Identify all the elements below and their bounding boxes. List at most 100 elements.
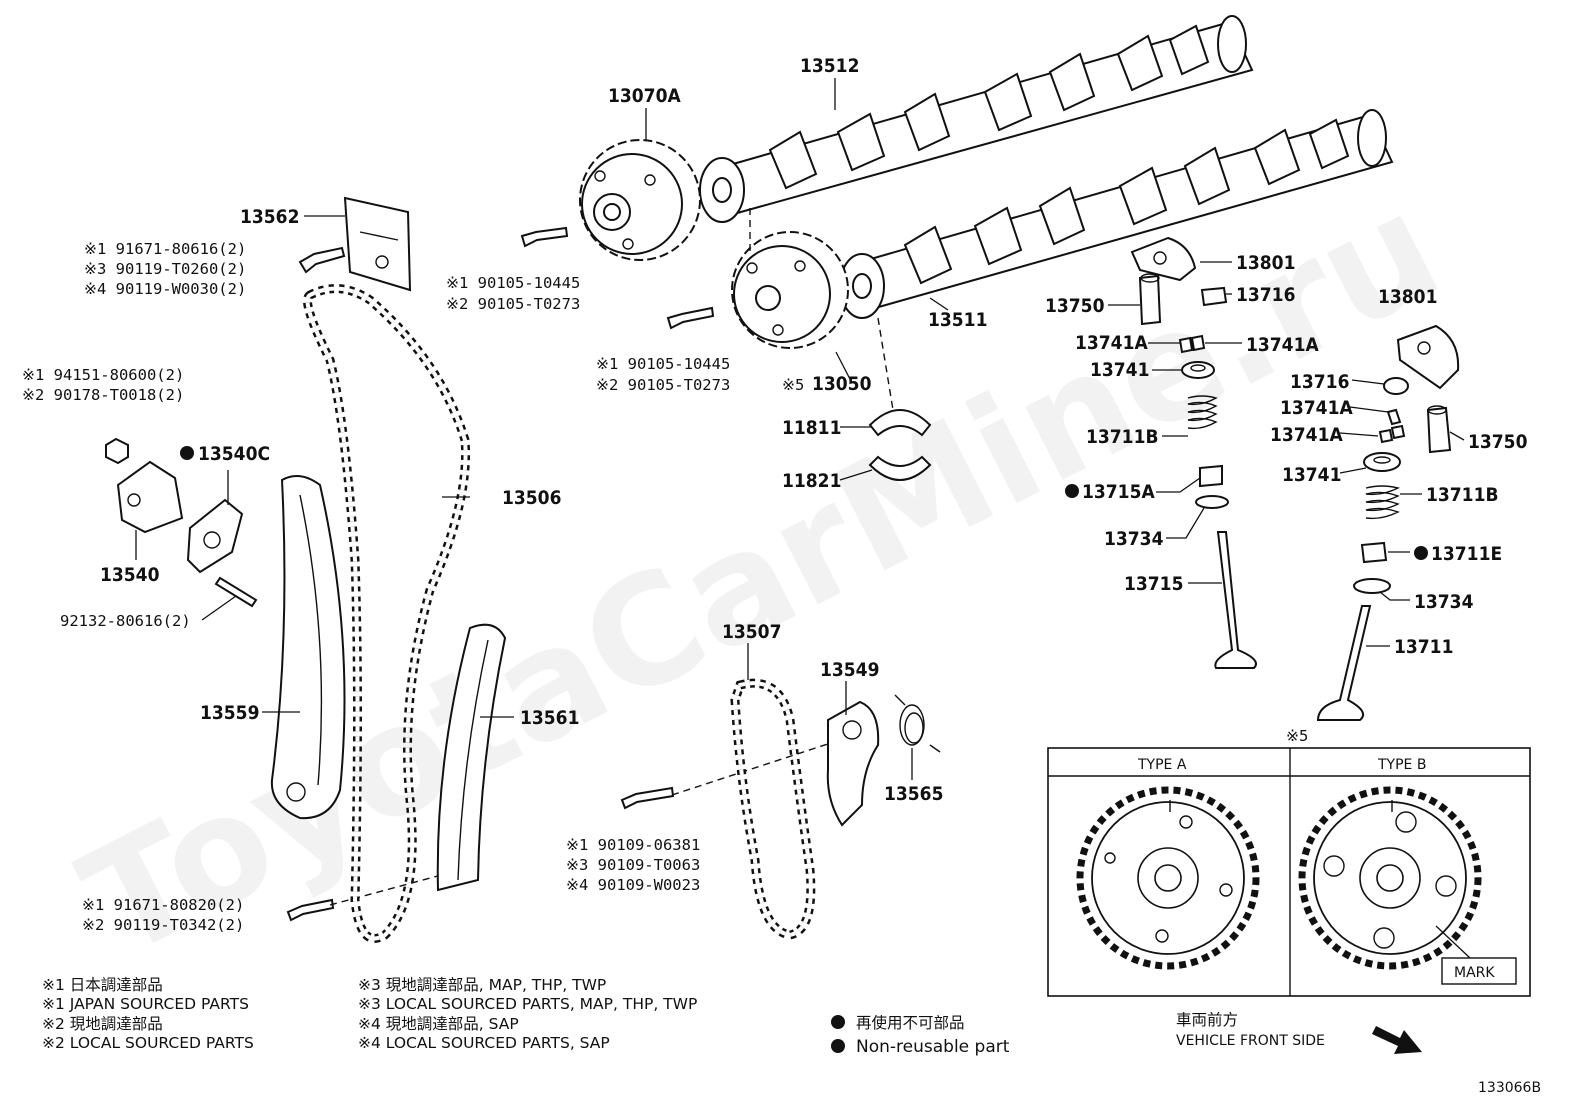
code-group-gear-bolt-1: ※1 90105-10445 ※2 90105-T0273 — [446, 274, 580, 313]
retainer-13741b[interactable] — [1363, 452, 1401, 472]
valve-13711[interactable] — [1316, 605, 1372, 721]
label-13711E[interactable]: 13711E — [1431, 543, 1502, 565]
label-13512[interactable]: 13512 — [800, 55, 859, 77]
code-line[interactable]: ※1 90105-10445 — [446, 274, 580, 292]
label-13750-a[interactable]: 13750 — [1045, 295, 1105, 317]
tensioner-lever-13549[interactable] — [826, 700, 880, 827]
chain-guide-13562[interactable] — [343, 196, 412, 292]
label-13741-b[interactable]: 13741 — [1282, 464, 1341, 486]
spring-13711B-b[interactable] — [1365, 485, 1401, 520]
code-line[interactable]: ※4 90119-W0030(2) — [84, 280, 246, 298]
label-13511[interactable]: 13511 — [928, 309, 987, 331]
label-13734-a[interactable]: 13734 — [1104, 528, 1164, 550]
label-13716-a[interactable]: 13716 — [1236, 284, 1295, 306]
label-13559[interactable]: 13559 — [200, 702, 259, 724]
lash-adjuster-13750a[interactable] — [1138, 273, 1162, 326]
label-13562[interactable]: 13562 — [240, 206, 299, 228]
code-line[interactable]: ※1 94151-80600(2) — [22, 366, 184, 384]
label-13540[interactable]: 13540 — [100, 564, 160, 586]
gear-type-b[interactable] — [1298, 786, 1482, 970]
label-13711B-b[interactable]: 13711B — [1426, 484, 1499, 506]
mark-13050: ※5 — [782, 376, 804, 394]
code-line[interactable]: ※2 90119-T0342(2) — [82, 916, 244, 934]
seal-13711E[interactable] — [1360, 541, 1388, 564]
legend-nonreusable-en: Non-reusable part — [856, 1037, 1010, 1057]
label-13549[interactable]: 13549 — [820, 659, 879, 681]
chain-13507[interactable] — [730, 678, 816, 940]
lash-adjuster-13750b[interactable] — [1426, 405, 1452, 454]
washer-13734a[interactable] — [1195, 495, 1229, 509]
spring-13711B-a[interactable] — [1187, 395, 1218, 430]
nut-94151[interactable] — [105, 437, 129, 465]
tensioner-arm-13559[interactable] — [270, 475, 346, 820]
bearing-11811[interactable] — [868, 409, 932, 437]
code-line[interactable]: ※2 90105-T0273 — [596, 376, 730, 394]
code-line[interactable]: ※4 90109-W0023 — [566, 876, 700, 894]
label-13070A[interactable]: 13070A — [608, 85, 681, 107]
cam-timing-gear-13050[interactable] — [731, 231, 849, 349]
label-13540C[interactable]: 13540C — [198, 443, 270, 465]
label-13506[interactable]: 13506 — [502, 487, 561, 509]
rocker-arm-13801b[interactable] — [1396, 324, 1460, 390]
label-13565[interactable]: 13565 — [884, 783, 943, 805]
camshaft-13511[interactable] — [839, 109, 1394, 319]
bearing-11821[interactable] — [868, 455, 932, 481]
chain-guide-13561[interactable] — [436, 623, 507, 892]
bolt-13549[interactable] — [620, 786, 675, 810]
code-line[interactable]: ※1 91671-80616(2) — [84, 240, 246, 258]
timing-chain-13506[interactable] — [303, 284, 471, 943]
code-line[interactable]: ※1 90109-06381 — [566, 836, 700, 854]
legend-line: ※4 現地調達部品, SAP — [358, 1015, 519, 1033]
label-13711[interactable]: 13711 — [1394, 636, 1453, 658]
cam-timing-gear-13070A[interactable] — [579, 139, 701, 261]
type-inset: ※5 TYPE A TYPE B — [1047, 727, 1531, 997]
gasket-13540C[interactable] — [186, 498, 244, 574]
label-13716-b[interactable]: 13716 — [1290, 371, 1349, 393]
label-13734-b[interactable]: 13734 — [1414, 591, 1474, 613]
label-13750-b[interactable]: 13750 — [1468, 431, 1528, 453]
rocker-arm-13801a[interactable] — [1130, 236, 1197, 282]
label-13741A-4[interactable]: 13741A — [1270, 424, 1343, 446]
label-13050[interactable]: 13050 — [812, 373, 872, 395]
seal-13715A[interactable] — [1199, 464, 1223, 488]
stud-92132[interactable] — [214, 576, 258, 608]
label-13801-b[interactable]: 13801 — [1378, 286, 1437, 308]
label-13741A-2[interactable]: 13741A — [1246, 334, 1319, 356]
code-line[interactable]: ※3 90109-T0063 — [566, 856, 700, 874]
keeper-13741A-b[interactable] — [1378, 408, 1406, 444]
torsion-spring-13565[interactable] — [894, 694, 941, 753]
code-line[interactable]: ※2 90178-T0018(2) — [22, 386, 184, 404]
label-11821[interactable]: 11821 — [782, 470, 841, 492]
code-line[interactable]: 92132-80616(2) — [60, 612, 191, 630]
code-line[interactable]: ※2 90105-T0273 — [446, 295, 580, 313]
bolt-13559[interactable] — [286, 898, 335, 922]
bolt-gear-1[interactable] — [520, 226, 569, 248]
label-13741A-3[interactable]: 13741A — [1280, 397, 1353, 419]
label-11811[interactable]: 11811 — [782, 417, 841, 439]
label-13801-a[interactable]: 13801 — [1236, 252, 1295, 274]
cap-13716b[interactable] — [1383, 377, 1409, 395]
washer-13734b[interactable] — [1353, 578, 1391, 594]
tensioner-13540[interactable] — [116, 460, 184, 534]
camshaft-13512[interactable] — [699, 15, 1254, 223]
legend: ※1 日本調達部品 ※1 JAPAN SOURCED PARTS ※2 現地調達… — [42, 976, 1010, 1057]
bolt-13562[interactable] — [298, 246, 346, 274]
code-line[interactable]: ※1 91671-80820(2) — [82, 896, 244, 914]
label-13711B-a[interactable]: 13711B — [1086, 426, 1159, 448]
label-13741A-1[interactable]: 13741A — [1075, 332, 1148, 354]
code-line[interactable]: ※1 90105-10445 — [596, 355, 730, 373]
cap-13716a[interactable] — [1200, 286, 1228, 307]
gear-type-a[interactable] — [1076, 786, 1260, 970]
label-13507[interactable]: 13507 — [722, 621, 781, 643]
valve-13715[interactable] — [1214, 531, 1257, 669]
type-a-heading: TYPE A — [1137, 757, 1187, 773]
keeper-13741A-a[interactable] — [1178, 334, 1206, 354]
label-13715[interactable]: 13715 — [1124, 573, 1183, 595]
bolt-gear-2[interactable] — [666, 306, 715, 330]
code-line[interactable]: ※3 90119-T0260(2) — [84, 260, 246, 278]
label-13715A[interactable]: 13715A — [1082, 481, 1155, 503]
retainer-13741a[interactable] — [1181, 361, 1215, 379]
label-13741-a[interactable]: 13741 — [1090, 359, 1149, 381]
label-13561[interactable]: 13561 — [520, 707, 579, 729]
mark-label: MARK — [1454, 965, 1495, 981]
